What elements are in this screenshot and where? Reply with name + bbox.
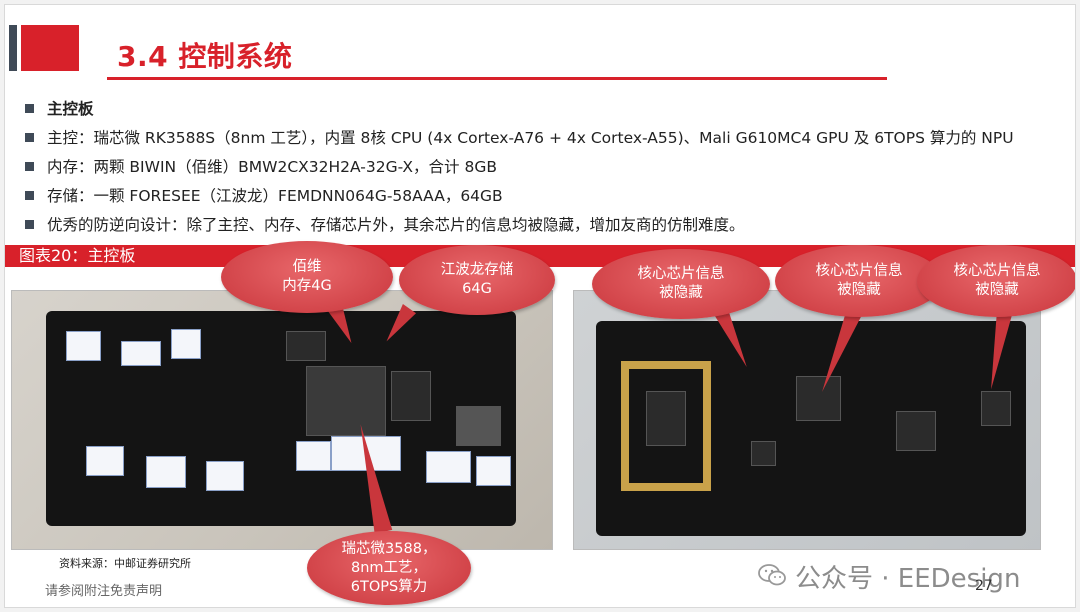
- callout-text: 6TOPS算力: [350, 578, 428, 595]
- gold-pad-strip: [621, 361, 711, 369]
- paper-label: [206, 461, 244, 491]
- callout-hidden-1: 核心芯片信息 被隐藏: [592, 249, 770, 319]
- bullet-text: 存储：一颗 FORESEE（江波龙）FEMDNN064G-58AAA，64GB: [47, 187, 503, 205]
- callout-hidden-2: 核心芯片信息 被隐藏: [775, 245, 943, 317]
- title-accent-red: [21, 25, 79, 71]
- callout-hidden-3: 核心芯片信息 被隐藏: [917, 245, 1075, 317]
- bullet-text: 内存：两颗 BIWIN（佰维）BMW2CX32H2A-32G-X，合计 8GB: [47, 158, 497, 176]
- board-photo-front: [11, 290, 553, 550]
- pmic-chip: [646, 391, 686, 446]
- bullet-square-icon: [25, 220, 34, 229]
- title-underline: [107, 77, 887, 80]
- bullet-list: 主控板 主控：瑞芯微 RK3588S（8nm 工艺），内置 8核 CPU (4x…: [23, 97, 1075, 242]
- bullet-text: 优秀的防逆向设计：除了主控、内存、存储芯片外，其余芯片的信息均被隐藏，增加友商的…: [47, 216, 745, 234]
- gold-pad-strip: [703, 361, 711, 491]
- paper-label: [426, 451, 471, 483]
- soc-chip: [306, 366, 386, 436]
- paper-label: [331, 436, 401, 471]
- page-number: 27: [975, 578, 993, 594]
- small-chip: [751, 441, 776, 466]
- paper-label: [121, 341, 161, 366]
- disclaimer-link[interactable]: 请参阅附注免责声明: [45, 584, 163, 599]
- callout-text: 64G: [462, 281, 492, 297]
- bullet-square-icon: [25, 191, 34, 200]
- bullet-square-icon: [25, 162, 34, 171]
- board-photo-back: [573, 290, 1041, 550]
- hidden-chip: [981, 391, 1011, 426]
- figure-caption: 图表20：主控板: [19, 246, 136, 265]
- callout-memory: 佰维 内存4G: [221, 241, 393, 313]
- bullet-item: 主控：瑞芯微 RK3588S（8nm 工艺），内置 8核 CPU (4x Cor…: [23, 126, 1075, 155]
- bullet-square-icon: [25, 104, 34, 113]
- wechat-icon: [758, 564, 786, 586]
- callout-text: 佰维: [292, 259, 322, 275]
- callout-text: 被隐藏: [659, 285, 703, 301]
- gold-pad-strip: [621, 361, 629, 491]
- callout-text: 核心芯片信息: [953, 263, 1041, 279]
- bullet-square-icon: [25, 133, 34, 142]
- bullet-item: 存储：一颗 FORESEE（江波龙）FEMDNN064G-58AAA，64GB: [23, 184, 1075, 213]
- callout-text: 江波龙存储: [440, 262, 514, 278]
- callout-text: 内存4G: [282, 278, 332, 294]
- callout-soc: 瑞芯微3588， 8nm工艺， 6TOPS算力: [307, 531, 471, 605]
- source-note: 资料来源：中邮证券研究所: [59, 557, 191, 570]
- hidden-chip: [896, 411, 936, 451]
- paper-label: [146, 456, 186, 488]
- wifi-module: [456, 406, 501, 446]
- pcb-front: [46, 311, 516, 526]
- bullet-text: 主控板: [47, 100, 94, 118]
- paper-label: [86, 446, 124, 476]
- gold-pad-strip: [621, 483, 711, 491]
- pcb-back: [596, 321, 1026, 536]
- page-title: 3.4 控制系统: [117, 40, 293, 73]
- paper-label: [66, 331, 101, 361]
- callout-storage: 江波龙存储 64G: [399, 245, 555, 315]
- callout-text: 核心芯片信息: [637, 266, 725, 282]
- callout-text: 8nm工艺，: [350, 559, 428, 576]
- memory-chip: [286, 331, 326, 361]
- callout-text: 瑞芯微3588，: [341, 540, 437, 557]
- bullet-text: 主控：瑞芯微 RK3588S（8nm 工艺），内置 8核 CPU (4x Cor…: [47, 129, 1014, 147]
- bullet-item: 主控板: [23, 97, 1075, 126]
- bullet-item: 优秀的防逆向设计：除了主控、内存、存储芯片外，其余芯片的信息均被隐藏，增加友商的…: [23, 213, 1075, 242]
- paper-label: [171, 329, 201, 359]
- paper-label: [296, 441, 331, 471]
- bullet-item: 内存：两颗 BIWIN（佰维）BMW2CX32H2A-32G-X，合计 8GB: [23, 155, 1075, 184]
- callout-text: 被隐藏: [837, 282, 881, 298]
- callout-text: 核心芯片信息: [815, 263, 903, 279]
- title-accent-dark: [9, 25, 17, 71]
- paper-label: [476, 456, 511, 486]
- storage-chip: [391, 371, 431, 421]
- slide: 3.4 控制系统 主控板 主控：瑞芯微 RK3588S（8nm 工艺），内置 8…: [4, 4, 1076, 608]
- callout-text: 被隐藏: [975, 282, 1019, 298]
- hidden-chip: [796, 376, 841, 421]
- watermark: 公众号 · EEDesign: [795, 564, 1021, 594]
